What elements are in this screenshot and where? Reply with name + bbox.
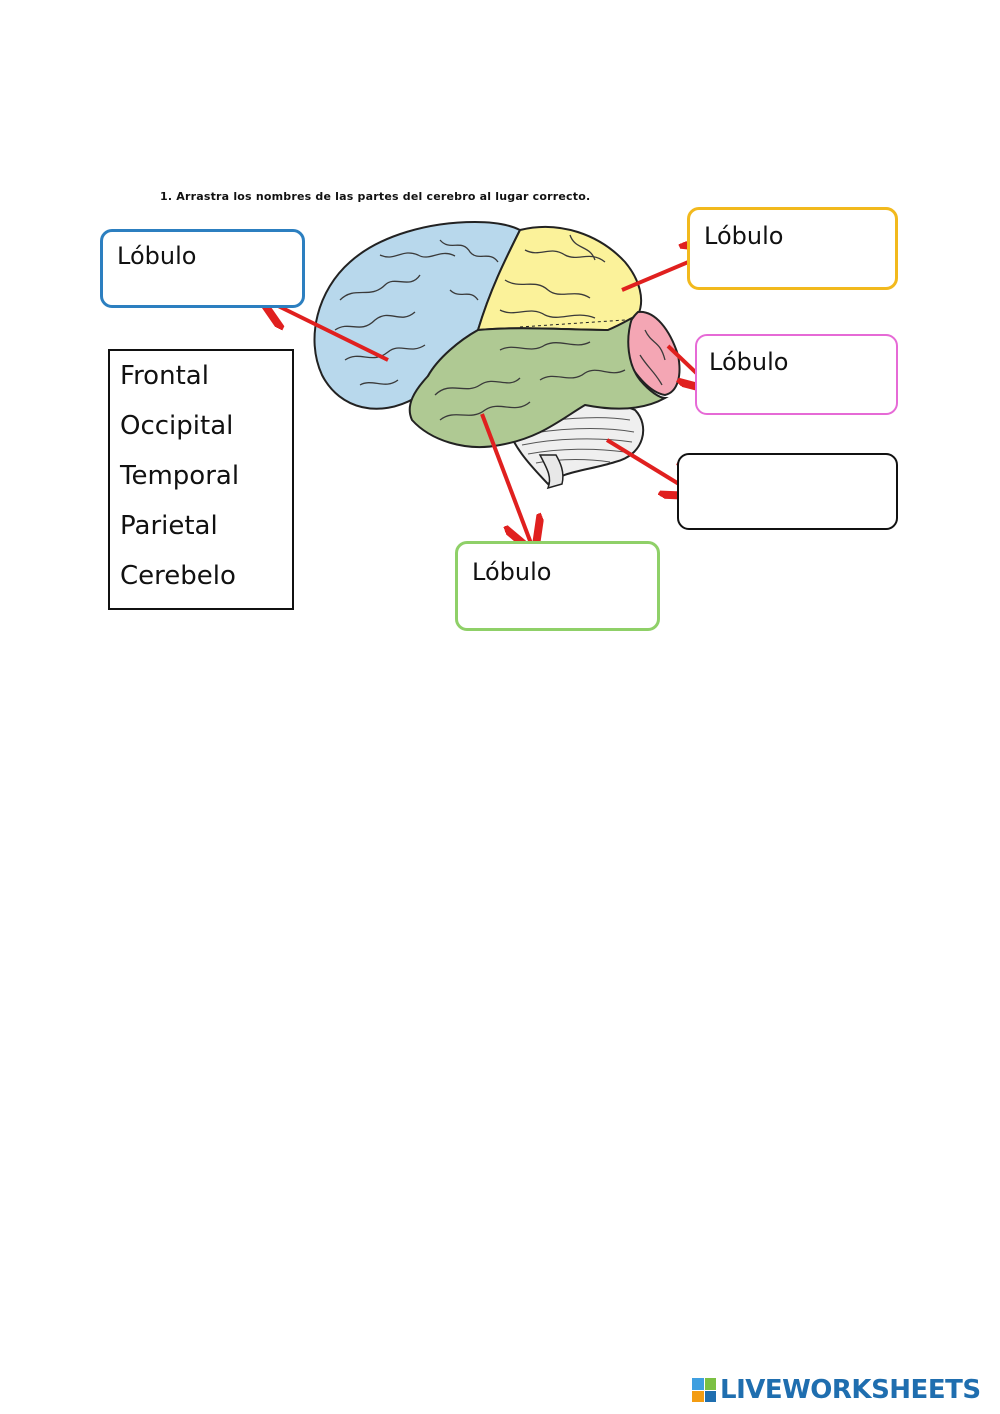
word-bank-item[interactable]: Cerebelo xyxy=(120,561,236,591)
cerebellum-answer-box[interactable] xyxy=(677,453,898,530)
answer-box-label: Lóbulo xyxy=(704,222,784,250)
parietal-lobe-answer-box[interactable]: Lóbulo xyxy=(687,207,898,290)
answer-box-label: Lóbulo xyxy=(709,348,789,376)
occipital-lobe-answer-box[interactable]: Lóbulo xyxy=(695,334,898,415)
brand-name: LIVEWORKSHEETS xyxy=(720,1375,981,1405)
logo-icon xyxy=(692,1378,716,1402)
instruction-text: 1. Arrastra los nombres de las partes de… xyxy=(160,190,591,203)
answer-box-label: Lóbulo xyxy=(117,242,197,270)
word-bank-item[interactable]: Temporal xyxy=(120,461,240,491)
answer-box-label: Lóbulo xyxy=(472,558,552,586)
temporal-lobe-answer-box[interactable]: Lóbulo xyxy=(455,541,660,631)
frontal-lobe-answer-box[interactable]: Lóbulo xyxy=(100,229,305,308)
word-bank-item[interactable]: Occipital xyxy=(120,411,234,441)
word-bank-item[interactable]: Frontal xyxy=(120,361,209,391)
arrow-frontal xyxy=(266,300,389,362)
liveworksheets-logo: LIVEWORKSHEETS xyxy=(692,1373,981,1407)
brain-diagram xyxy=(0,220,1000,700)
arrow-temporal xyxy=(480,413,532,546)
word-bank-item[interactable]: Parietal xyxy=(120,511,218,541)
word-bank: Frontal Occipital Temporal Parietal Cere… xyxy=(108,349,294,610)
